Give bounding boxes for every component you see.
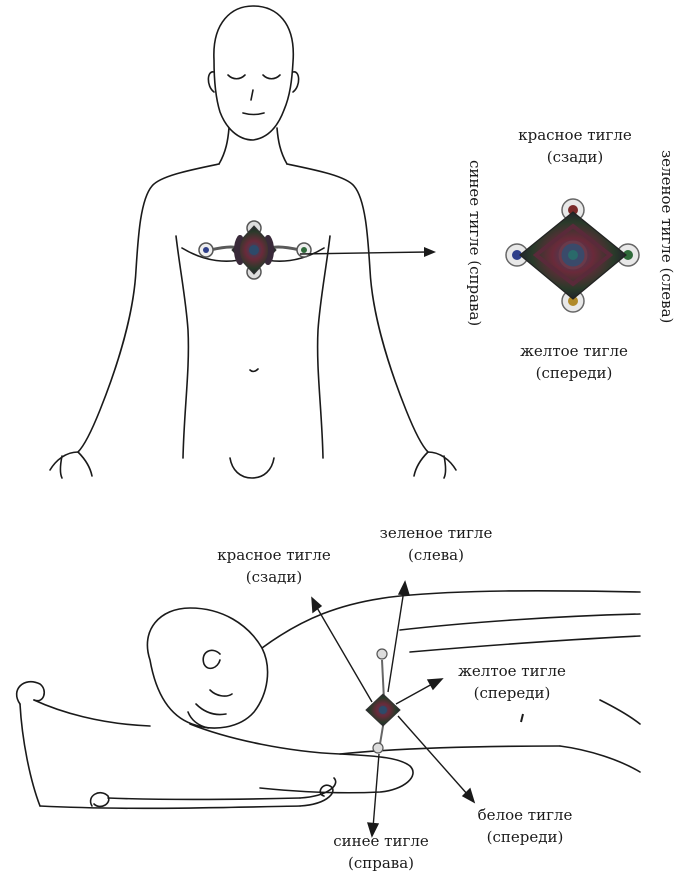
- enlarged-tigle-diagram: [506, 199, 639, 312]
- lying-label-blue-tigle: синее тигле (справа): [316, 830, 446, 874]
- lying-label-blue-line1: синее тигле: [316, 830, 446, 852]
- label-yellow-tigle-line1: желтое тигле: [504, 340, 644, 362]
- label-blue-tigle-right-vertical: синее тигле (справа): [466, 160, 484, 326]
- label-yellow-tigle-line2: (спереди): [504, 362, 644, 384]
- lying-label-green-line2: (слева): [366, 544, 506, 566]
- lying-label-green-tigle: зеленое тигле (слева): [366, 522, 506, 566]
- lying-label-yellow-tigle: желтое тигле (спереди): [442, 660, 582, 704]
- lying-label-white-line2: (спереди): [460, 826, 590, 848]
- lying-label-yellow-line1: желтое тигле: [442, 660, 582, 682]
- stray-mark: [521, 714, 523, 722]
- lying-label-white-tigle: белое тигле (спереди): [460, 804, 590, 848]
- lying-label-white-line1: белое тигле: [460, 804, 590, 826]
- label-red-tigle-line2: (сзади): [510, 146, 640, 168]
- lying-label-green-line1: зеленое тигле: [366, 522, 506, 544]
- label-red-tigle-line1: красное тигле: [510, 124, 640, 146]
- lying-label-blue-line2: (справа): [316, 852, 446, 874]
- lying-label-red-tigle: красное тигле (сзади): [204, 544, 344, 588]
- lying-label-yellow-line2: (спереди): [442, 682, 582, 704]
- standing-chest-tigle-group: [199, 221, 311, 279]
- label-green-tigle-left-vertical: зеленое тигле (слева): [658, 150, 676, 323]
- lying-label-red-line2: (сзади): [204, 566, 344, 588]
- label-red-tigle-behind: красное тигле (сзади): [510, 124, 640, 168]
- lying-label-red-line1: красное тигле: [204, 544, 344, 566]
- label-yellow-tigle-front: желтое тигле (спереди): [504, 340, 644, 384]
